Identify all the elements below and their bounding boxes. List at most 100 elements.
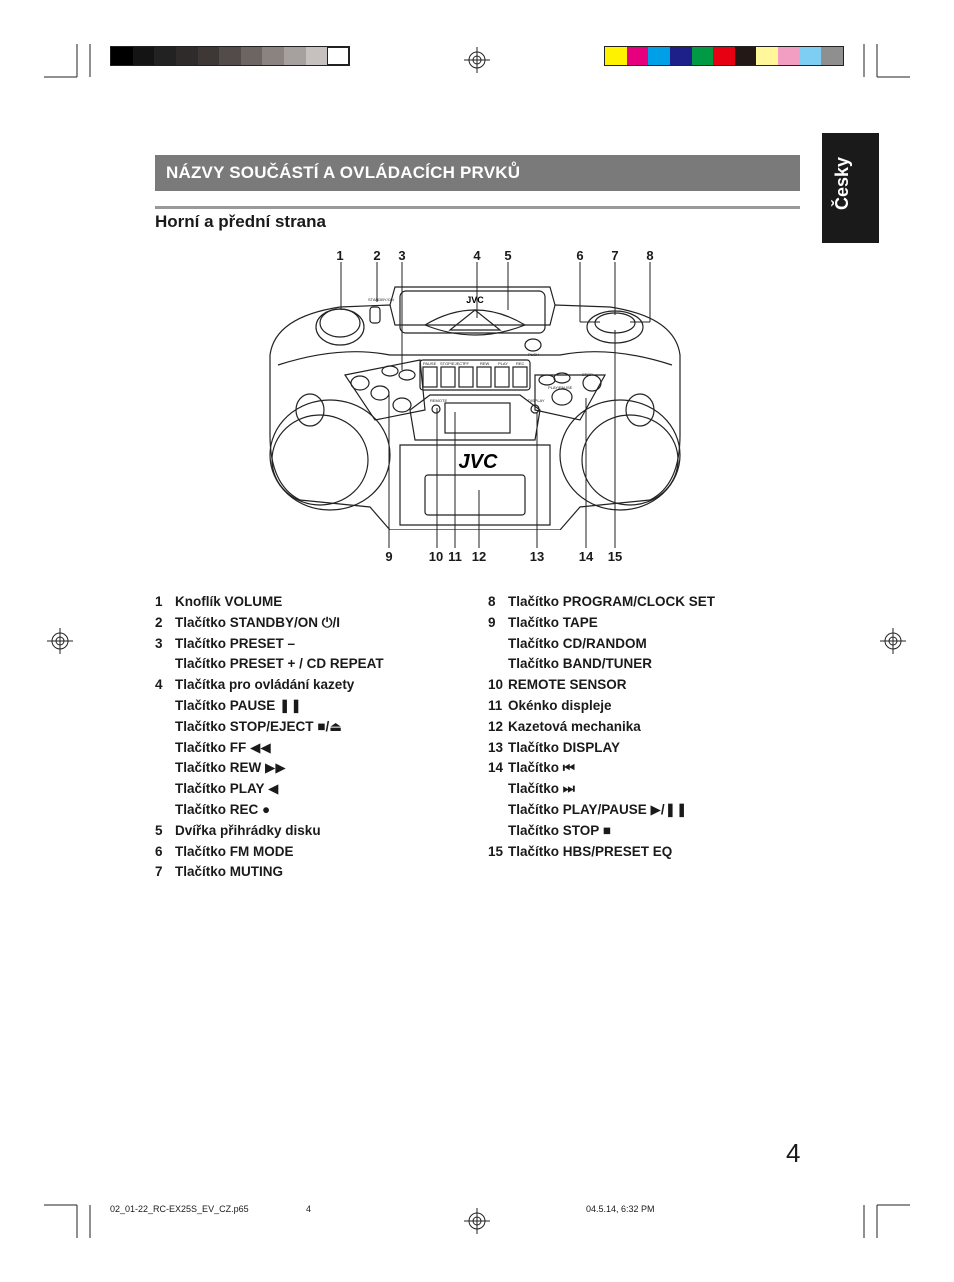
color-swatch <box>648 47 670 65</box>
part-number <box>155 779 175 800</box>
label-play-pause: PLAY/PAUSE <box>548 385 573 390</box>
part-description: Tlačítko PLAY ◀ <box>175 781 279 797</box>
section-header-band <box>155 155 800 191</box>
part-number: 6 <box>155 843 163 859</box>
color-swatch <box>691 47 714 65</box>
part-description: REMOTE SENSOR <box>508 677 627 693</box>
callout-9: 9 <box>385 549 393 564</box>
cd-door-brand: JVC <box>466 295 484 305</box>
callout-3: 3 <box>398 248 406 263</box>
part-number <box>488 821 508 842</box>
part-list-item: Tlačítko CD/RANDOM <box>488 634 808 655</box>
part-list-item: 8 Tlačítko PROGRAM/CLOCK SET <box>488 592 808 613</box>
label-rec: REC <box>516 361 525 366</box>
part-number: 11 <box>488 697 503 713</box>
part-description: Tlačítko REC ● <box>175 801 271 817</box>
part-description: Knoflík VOLUME <box>175 594 283 609</box>
label-pause: PAUSE <box>423 361 437 366</box>
label-play: PLAY <box>498 361 508 366</box>
color-swatch <box>626 47 649 65</box>
part-list-item: Tlačítko PLAY ◀ <box>155 779 475 800</box>
part-number <box>155 696 175 717</box>
language-tab <box>822 133 879 243</box>
color-swatch <box>262 47 285 65</box>
color-swatch <box>756 47 779 65</box>
color-swatch <box>734 47 757 65</box>
part-number <box>488 634 508 655</box>
label-stop-eject: STOP/EJECT <box>440 361 465 366</box>
subsection-title: Horní a přední strana <box>155 212 326 231</box>
part-description: Tlačítko ⏮ <box>508 760 575 776</box>
part-number: 10 <box>488 677 504 693</box>
color-swatch <box>305 47 328 65</box>
part-description: Tlačítko DISPLAY <box>508 739 621 755</box>
part-number: 8 <box>488 594 496 609</box>
part-list-item: 2 Tlačítko STANDBY/ON ⏻/I <box>155 613 475 634</box>
page-number: 4 <box>786 1138 801 1168</box>
callout-7: 7 <box>611 248 619 263</box>
part-description: Tlačítko STANDBY/ON ⏻/I <box>175 614 340 630</box>
color-swatch <box>132 47 155 65</box>
color-swatch <box>219 47 241 65</box>
part-number <box>488 779 508 800</box>
part-description: Tlačítko CD/RANDOM <box>508 635 647 651</box>
part-list-item: Tlačítko PRESET + / CD REPEAT <box>155 654 475 675</box>
callout-14: 14 <box>578 549 594 564</box>
part-number: 14 <box>488 760 504 776</box>
part-description: Tlačítko FF ◀◀ <box>175 739 271 755</box>
part-description: Tlačítko PRESET – <box>175 635 296 651</box>
part-number: 3 <box>155 635 163 651</box>
grayscale-color-bar <box>110 46 350 66</box>
part-description: Tlačítko TAPE <box>508 614 598 630</box>
part-number <box>155 800 175 821</box>
callout-2: 2 <box>373 248 381 263</box>
part-number: 2 <box>155 614 163 630</box>
callout-1: 1 <box>336 248 344 263</box>
part-description: Tlačítko PAUSE ❚❚ <box>175 697 302 713</box>
part-list-item: Tlačítko BAND/TUNER <box>488 654 808 675</box>
color-swatch <box>799 47 822 65</box>
label-standby: STANDBY/ON <box>368 297 394 302</box>
label-stop: STOP <box>582 372 593 377</box>
part-list-item: Tlačítko FF ◀◀ <box>155 738 475 759</box>
part-number <box>155 738 175 759</box>
part-list-item: Tlačítko STOP/EJECT ■/⏏ <box>155 717 475 738</box>
footer-date: 04.5.14, 6:32 PM <box>586 1204 655 1214</box>
part-description: Tlačítko PLAY/PAUSE ▶/❚❚ <box>508 801 688 817</box>
boombox-illustration: JVC JVC STANDBY/ON PAUSE STOP/EJECT FF R… <box>269 286 681 530</box>
part-description: Kazetová mechanika <box>508 718 641 734</box>
part-description: Tlačítko STOP ■ <box>508 822 611 838</box>
part-description: Tlačítko BAND/TUNER <box>508 656 653 672</box>
part-number: 7 <box>155 864 163 880</box>
part-description: Tlačítko STOP/EJECT ■/⏏ <box>175 718 342 734</box>
callout-13: 13 <box>529 549 545 564</box>
part-list-item: Tlačítko ⏭ <box>488 779 808 800</box>
part-list-item: Tlačítko PAUSE ❚❚ <box>155 696 475 717</box>
label-display: DISPLAY <box>528 398 545 403</box>
color-swatch <box>197 47 220 65</box>
color-swatch <box>713 47 735 65</box>
callout-15: 15 <box>607 549 623 564</box>
callout-5: 5 <box>504 248 512 263</box>
section-title: NÁZVY SOUČÁSTÍ A OVLÁDACÍCH PRVKŮ <box>166 163 521 182</box>
part-description: Tlačítko MUTING <box>175 864 284 880</box>
label-push: PUSH <box>528 352 539 357</box>
front-brand-logo: JVC <box>459 451 498 473</box>
part-number <box>155 758 175 779</box>
part-description: Tlačítko PROGRAM/CLOCK SET <box>508 594 716 609</box>
callout-11: 11 <box>448 549 462 564</box>
part-number <box>488 654 508 675</box>
part-description: Tlačítko ⏭ <box>508 781 575 797</box>
part-description: Tlačítko PRESET + / CD REPEAT <box>175 656 384 672</box>
part-number <box>488 800 508 821</box>
